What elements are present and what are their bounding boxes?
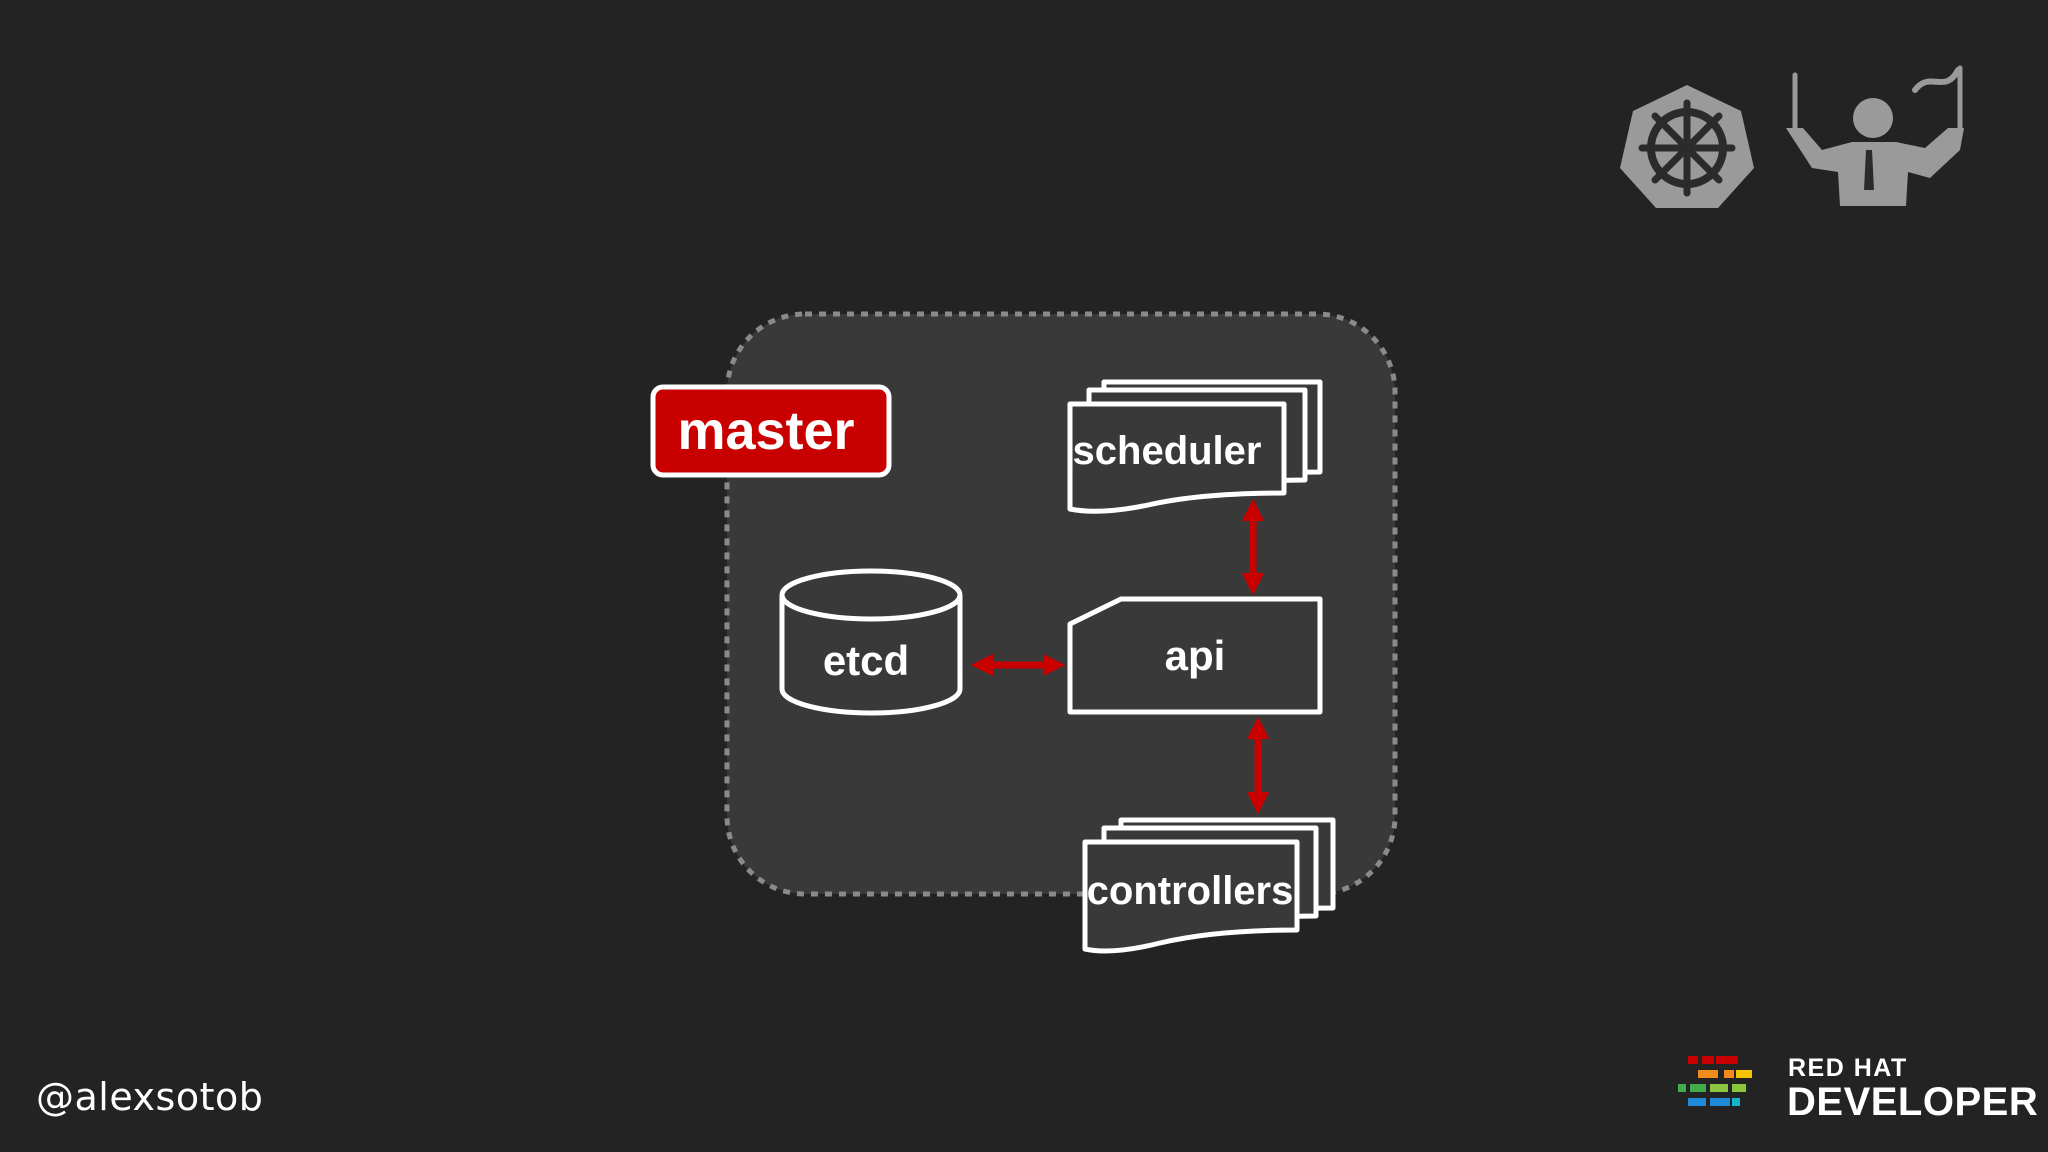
api-label: api <box>1165 632 1226 679</box>
etcd-label: etcd <box>823 637 909 684</box>
etcd-node: etcd <box>779 568 963 716</box>
controllers-label: controllers <box>1087 869 1294 913</box>
developer-wordmark: DEVELOPER <box>1787 1080 2039 1124</box>
kubernetes-helm-icon <box>1620 85 1754 208</box>
api-node: api <box>1067 596 1323 715</box>
red-hat-stripes-icon <box>1678 1056 1752 1106</box>
twitter-handle: @alexsotob <box>36 1075 264 1119</box>
scheduler-label: scheduler <box>1073 429 1262 473</box>
master-badge-label: master <box>677 401 854 461</box>
red-hat-wordmark: RED HAT <box>1788 1054 1908 1082</box>
master-badge: master <box>650 384 892 478</box>
controllers-node: controllers <box>1082 817 1336 954</box>
scheduler-node: scheduler <box>1067 379 1323 514</box>
red-hat-developer-logo: RED HAT DEVELOPER <box>1670 1048 2038 1128</box>
conductor-icon <box>1786 65 1964 206</box>
